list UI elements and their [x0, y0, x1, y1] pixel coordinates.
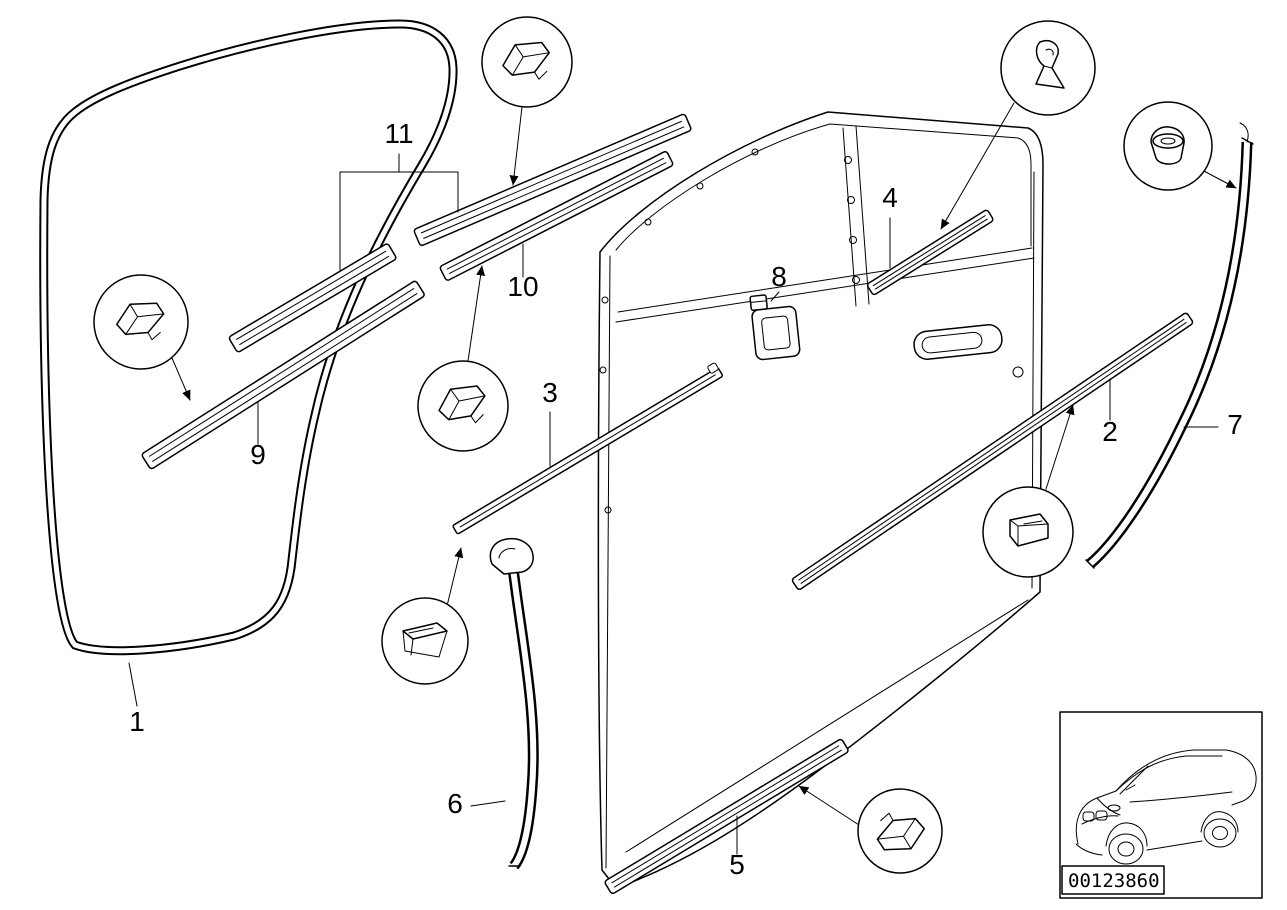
part-labels: 1 2 3 4 5 6 7 8 9 10 11 [129, 118, 1243, 880]
label-11-bracket [339, 153, 459, 271]
window-channel-cover-part-11-right [413, 113, 692, 247]
diagram-code: 00123860 [1068, 870, 1160, 892]
part-label-4[interactable]: 4 [882, 182, 898, 213]
callout-wedge-clip-mid [417, 360, 509, 452]
part-label-3[interactable]: 3 [542, 377, 558, 408]
vehicle-thumbnail-box: 00123860 [1059, 711, 1263, 899]
window-channel-cover-part-10 [439, 151, 674, 281]
window-guide-strip-part-4 [866, 209, 994, 296]
window-channel-cover-part-9 [141, 280, 425, 470]
callout-leader-arrows [171, 102, 1237, 826]
diagram-code-box [1061, 865, 1165, 895]
division-bar-seal-part-6 [489, 537, 539, 870]
door-aperture-seal-part-1 [39, 19, 458, 656]
part-label-9[interactable]: 9 [250, 439, 266, 470]
callout-u-channel-clip [381, 597, 469, 685]
car-icon [1075, 749, 1257, 865]
lower-door-trim-part-5 [604, 738, 849, 895]
outer-waistline-trim-part-2 [791, 312, 1194, 590]
callout-tab-clip-top-right [1000, 20, 1096, 116]
part-label-5[interactable]: 5 [729, 849, 745, 880]
part-label-8[interactable]: 8 [771, 261, 787, 292]
window-channel-cover-part-11-left [228, 243, 397, 353]
part-label-10[interactable]: 10 [507, 271, 538, 302]
callout-box-clip-right [982, 486, 1074, 578]
callout-wedge-clip-left [93, 274, 189, 370]
part-label-2[interactable]: 2 [1102, 416, 1118, 447]
door-weatherstrip-part-3 [452, 362, 723, 535]
part-label-11[interactable]: 11 [384, 118, 413, 149]
part-label-6[interactable]: 6 [447, 788, 463, 819]
label-leader-lines [128, 153, 1219, 855]
mounting-bracket-part-8 [749, 294, 801, 361]
part-label-1[interactable]: 1 [129, 706, 145, 737]
lock-cylinder [1012, 366, 1024, 378]
callout-grommet-cap-clip [1123, 101, 1213, 191]
callout-wedge-clip-top [481, 16, 573, 108]
callout-wedge-clip-bottom [857, 788, 943, 874]
door-handle [913, 324, 1003, 360]
part-label-7[interactable]: 7 [1227, 409, 1243, 440]
rear-edge-seal-part-7 [1085, 122, 1254, 569]
